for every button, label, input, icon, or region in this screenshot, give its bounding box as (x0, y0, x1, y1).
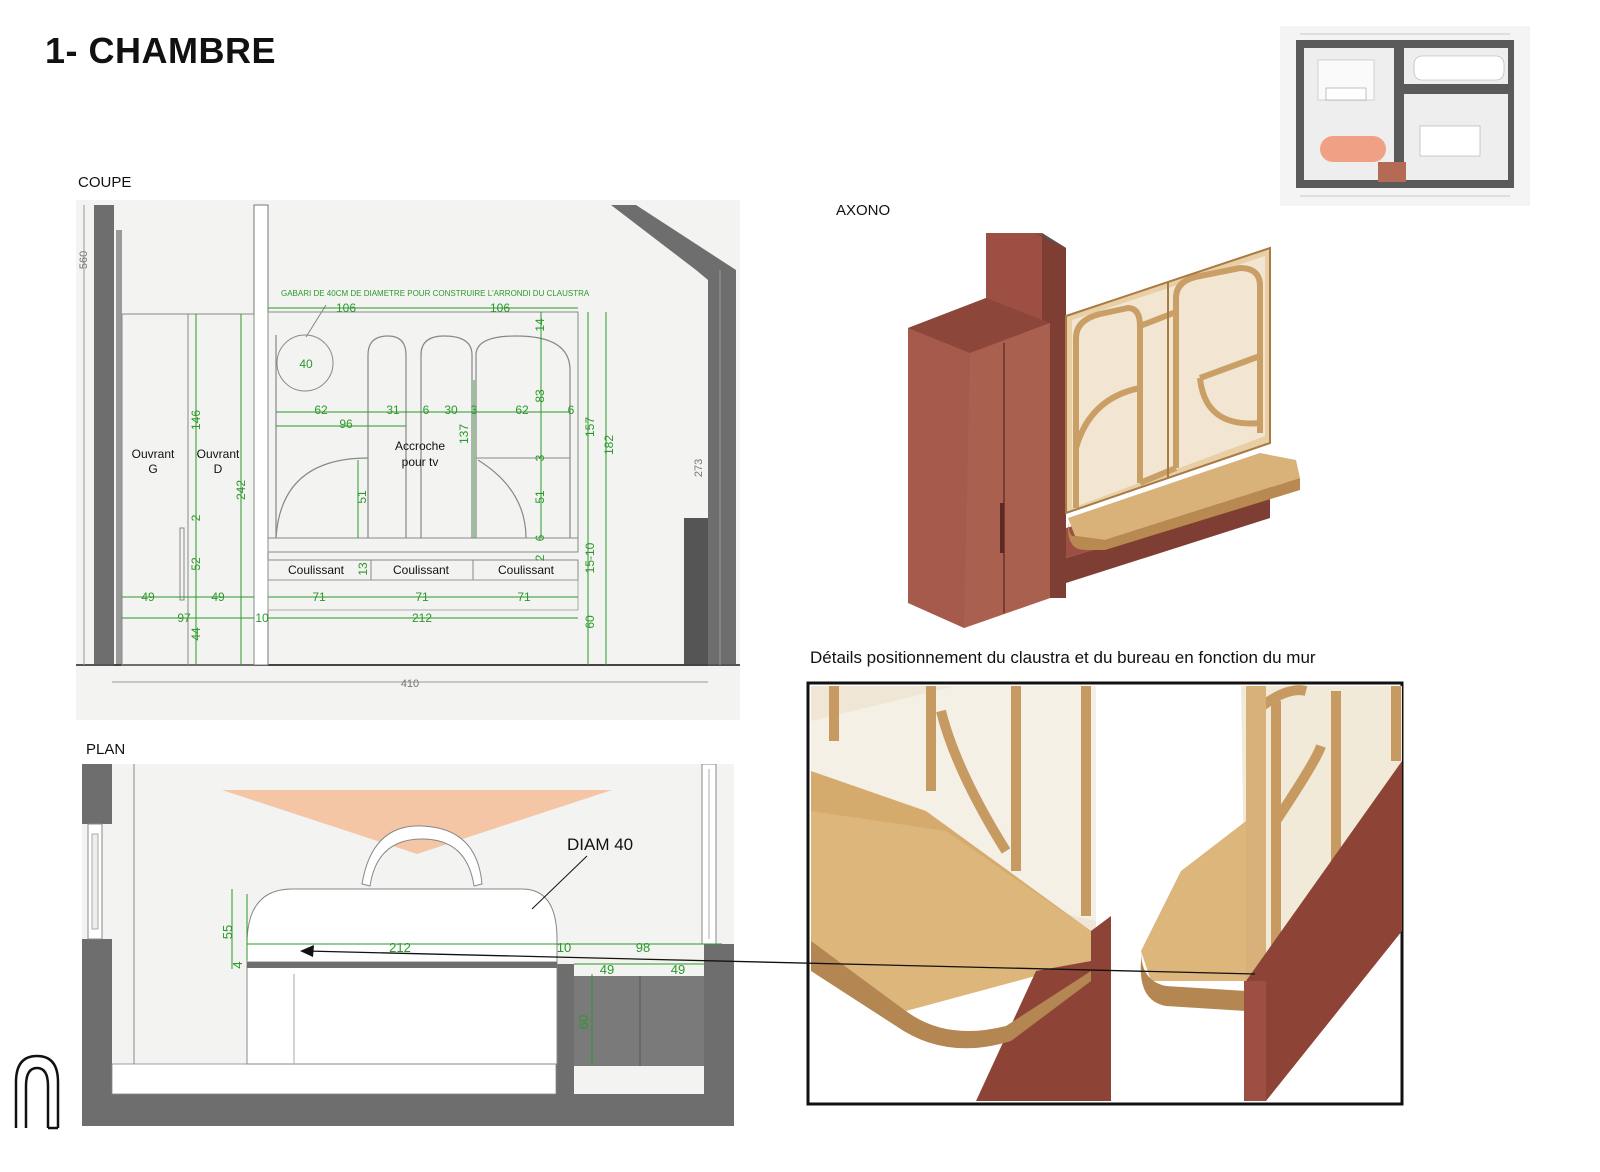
dim-44: 44 (189, 627, 203, 641)
coupe-label: COUPE (78, 174, 132, 191)
dim-560: 560 (78, 251, 90, 269)
dim-97: 97 (177, 611, 191, 625)
axono-label: AXONO (836, 202, 891, 219)
dim-71b: 71 (415, 590, 429, 604)
dim-71c: 71 (517, 590, 531, 604)
diam-label: DIAM 40 (567, 835, 633, 854)
dim-62a: 62 (314, 403, 328, 417)
accroche-label: Accroche (395, 439, 445, 453)
accroche-label-2: pour tv (402, 455, 439, 469)
dim-62b: 62 (515, 403, 529, 417)
dim-71a: 71 (312, 590, 326, 604)
dim-40: 40 (299, 357, 313, 371)
dim-15-10: 15-10 (583, 542, 597, 573)
dim-2b: 2 (533, 554, 547, 561)
dim-51a: 51 (355, 490, 369, 504)
dim-242: 242 (234, 480, 248, 500)
axono-drawing (908, 233, 1300, 628)
ouvrant-d-label: Ouvrant (197, 447, 240, 461)
dim-212: 212 (412, 611, 432, 625)
page-title: 1- CHAMBRE (45, 30, 277, 71)
floorplan-thumbnail-icon (1280, 26, 1530, 206)
details-title: Détails positionnement du claustra et du… (810, 648, 1316, 667)
dim-83: 83 (533, 389, 547, 403)
dim-52: 52 (189, 557, 203, 571)
coupe-drawing: GABARI DE 40CM DE DIAMETRE POUR CONSTRUI… (76, 200, 740, 720)
arch-logo-icon (14, 1054, 60, 1130)
dim-273: 273 (693, 459, 705, 477)
dim-106b: 106 (490, 301, 510, 315)
dim-51b: 51 (533, 490, 547, 504)
details-drawing (806, 681, 1404, 1106)
plan-dim-10: 10 (557, 940, 571, 955)
ouvrant-d-letter: D (214, 462, 223, 476)
ouvrant-g-letter: G (148, 462, 157, 476)
dim-106a: 106 (336, 301, 356, 315)
plan-label: PLAN (86, 741, 126, 758)
plan-dim-212: 212 (389, 940, 411, 955)
dim-157: 157 (583, 417, 597, 437)
dim-96: 96 (339, 417, 353, 431)
ouvrant-g-label: Ouvrant (132, 447, 175, 461)
plan-dim-49a: 49 (600, 962, 614, 977)
coulissant-label-1: Coulissant (288, 563, 345, 577)
dim-13: 13 (356, 562, 370, 576)
coulissant-label-2: Coulissant (393, 563, 450, 577)
dim-410: 410 (401, 678, 419, 690)
plan-dim-4: 4 (230, 961, 245, 968)
dim-31: 31 (386, 403, 400, 417)
dim-3b: 3 (533, 454, 547, 461)
connector-arrow (300, 945, 1256, 975)
dim-6b: 6 (568, 403, 575, 417)
dim-182: 182 (602, 435, 616, 455)
dim-3a: 3 (471, 403, 478, 417)
dim-10: 10 (255, 611, 269, 625)
dim-6c: 6 (533, 534, 547, 541)
coulissant-label-3: Coulissant (498, 563, 555, 577)
dim-137: 137 (457, 424, 471, 444)
dim-60: 60 (583, 615, 597, 629)
dim-14: 14 (533, 318, 547, 332)
plan-dim-60: 60 (576, 1015, 591, 1029)
dim-2a: 2 (189, 514, 203, 521)
plan-dim-55: 55 (220, 925, 235, 939)
plan-dim-98: 98 (636, 940, 650, 955)
dim-6a: 6 (423, 403, 430, 417)
gabari-note: GABARI DE 40CM DE DIAMETRE POUR CONSTRUI… (281, 289, 590, 298)
dim-49b: 49 (211, 590, 225, 604)
plan-drawing: 212 10 98 49 49 55 4 60 DIAM 40 (82, 764, 734, 1126)
plan-dim-49b: 49 (671, 962, 685, 977)
dim-30: 30 (444, 403, 458, 417)
dim-49a: 49 (141, 590, 155, 604)
dim-146: 146 (189, 410, 203, 430)
